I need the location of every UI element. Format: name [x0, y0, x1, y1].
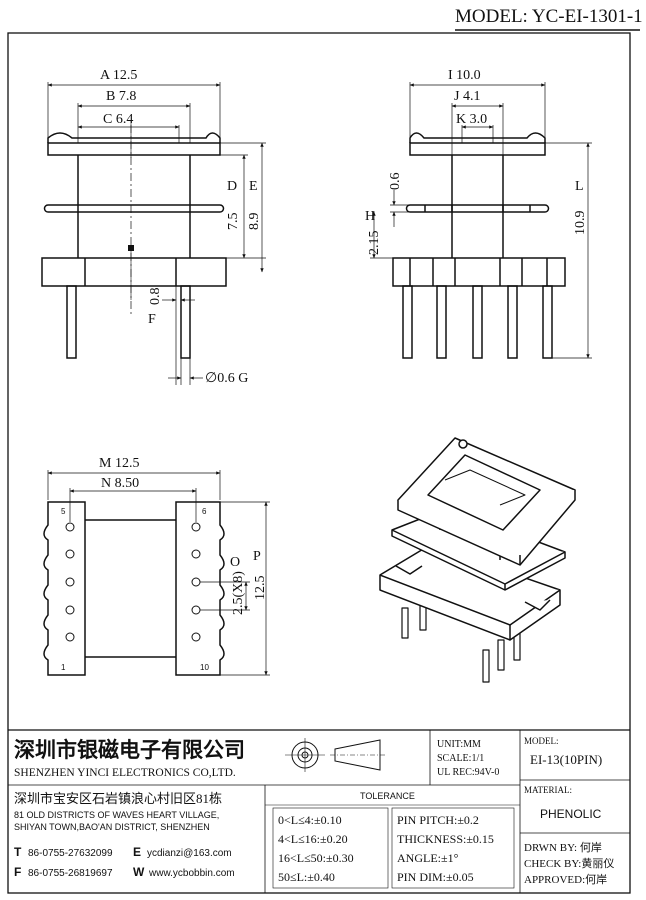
bottom-view [43, 501, 225, 676]
side-view [392, 132, 566, 359]
tolerance-row-1: 0<L≤4:±0.10 [278, 813, 342, 827]
dim-A: A 12.5 [100, 68, 137, 83]
tolerance-row-3: 16<L≤50:±0.30 [278, 851, 354, 865]
checked-by: CHECK BY:黄丽仪 [524, 856, 614, 870]
address-cn: 深圳市宝安区石岩镇浪心村旧区81栋 [14, 791, 222, 806]
dim-P-letter: P [253, 549, 261, 564]
pin-label-6: 6 [202, 507, 207, 516]
dim-N: N 8.50 [101, 476, 139, 491]
dim-E-value: 8.9 [247, 213, 262, 231]
isometric-view [379, 437, 576, 683]
drawn-by: DRWN BY: 何岸 [524, 841, 602, 854]
dim-B: B 7.8 [106, 89, 136, 104]
side-dimensions [370, 82, 592, 359]
dim-J: J 4.1 [454, 89, 480, 104]
projection-symbol-icon [285, 738, 385, 772]
dim-M: M 12.5 [99, 456, 139, 471]
approved-by: APPROVED:何岸 [524, 873, 607, 886]
dim-D-letter: D [227, 179, 237, 194]
website: www.ycbobbin.com [148, 868, 235, 879]
tolerance-row-2: 4<L≤16:±0.20 [278, 832, 348, 846]
dim-thickness: 0.6 [388, 173, 403, 191]
dim-K: K 3.0 [456, 112, 487, 127]
title-block [8, 729, 630, 893]
front-dimensions [47, 82, 266, 385]
material-label: MATERIAL: [524, 785, 572, 795]
front-view [41, 120, 227, 359]
bottom-dimensions [47, 470, 270, 676]
pin-label-10: 10 [200, 663, 209, 672]
tolerance-title: TOLERANCE [360, 791, 415, 801]
address-en-2: SHIYAN TOWN,BAO'AN DISTRICT, SHENZHEN [14, 822, 210, 832]
dim-E-letter: E [249, 179, 258, 194]
pin-pitch-tolerance: PIN PITCH:±0.2 [397, 813, 479, 827]
tel-number: 86-0755-27632099 [28, 848, 113, 859]
email-label: E [133, 845, 141, 859]
dim-H-letter: H [365, 209, 375, 224]
email-address: ycdianzi@163.com [147, 848, 232, 859]
dim-H-value: 2.15 [367, 231, 382, 256]
ul-rec-text: UL REC:94V-0 [437, 767, 499, 778]
company-name-cn: 深圳市银磁电子有限公司 [14, 738, 245, 762]
dim-C: C 6.4 [103, 112, 133, 127]
dim-P-value: 12.5 [253, 576, 268, 601]
angle-tolerance: ANGLE:±1° [397, 851, 459, 865]
fax-number: 86-0755-26819697 [28, 868, 113, 879]
model-label: MODEL: [524, 736, 559, 746]
dim-F-letter: F [148, 312, 156, 327]
tel-label: T [14, 845, 22, 859]
model-header: MODEL: YC-EI-1301-1 [455, 6, 643, 27]
dim-L-value: 10.9 [573, 211, 588, 236]
address-en-1: 81 OLD DISTRICTS OF WAVES HEART VILLAGE, [14, 810, 219, 820]
tolerance-row-4: 50≤L:±0.40 [278, 870, 335, 884]
dim-O-letter: O [230, 555, 240, 570]
web-label: W [133, 865, 145, 879]
company-name-en: SHENZHEN YINCI ELECTRONICS CO,LTD. [14, 767, 236, 779]
pin-label-1: 1 [61, 663, 66, 672]
dim-L-letter: L [575, 179, 584, 194]
thickness-tolerance: THICKNESS:±0.15 [397, 832, 494, 846]
model-value: EI-13(10PIN) [530, 752, 602, 767]
fax-label: F [14, 865, 21, 879]
dim-I: I 10.0 [448, 68, 481, 83]
dim-O-value: 2.5(X8) [231, 571, 246, 615]
pin-dim-tolerance: PIN DIM:±0.05 [397, 870, 474, 884]
drawing-border [7, 32, 631, 894]
dim-F-value: 0.8 [148, 288, 163, 306]
scale-text: SCALE:1/1 [437, 753, 484, 764]
pin-label-5: 5 [61, 507, 66, 516]
dim-G: ∅0.6 G [205, 371, 248, 386]
material-value: PHENOLIC [540, 807, 602, 821]
dim-D-value: 7.5 [226, 213, 241, 231]
unit-text: UNIT:MM [437, 739, 481, 750]
bottom-pins [65, 522, 201, 642]
